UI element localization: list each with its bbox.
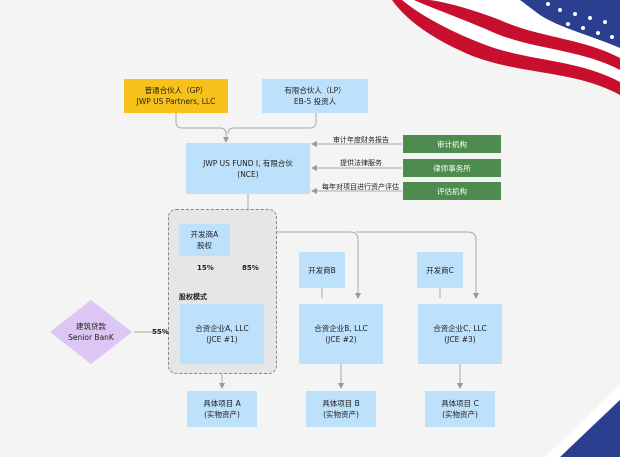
pct-15-label: 15% [197, 264, 214, 272]
gp-line2: JWP US Partners, LLC [136, 97, 216, 106]
audit-label: 审计机构 [437, 139, 467, 149]
devA-node: 开发商A 股权 [179, 224, 230, 256]
projB-line2: (实物资产) [323, 410, 359, 419]
appraisal-node: 评估机构 [403, 182, 501, 200]
law-node: 律师事务所 [403, 159, 501, 177]
devB-label: 开发商B [308, 265, 336, 275]
flag-top-right [392, 0, 620, 95]
fund-node: JWP US FUND I, 有限合伙 (NCE) [186, 143, 310, 194]
jceB-line2: (JCE #2) [325, 335, 357, 344]
edge-lp-fund [227, 113, 317, 135]
projA-line2: (实物资产) [204, 410, 240, 419]
devA-line1: 开发商A [190, 230, 219, 239]
projB-line1: 具体项目 B [322, 399, 360, 408]
flag-bottom-right [545, 385, 620, 457]
edge-gp-fund [175, 113, 229, 143]
audit-node: 审计机构 [403, 135, 501, 153]
gp-node: 普通合伙人（GP） JWP US Partners, LLC [124, 79, 228, 113]
devC-label: 开发商C [426, 265, 454, 275]
bank-node: 建筑贷款 Senior BanK [48, 298, 134, 366]
law-label: 律师事务所 [433, 163, 471, 173]
jceA-line2: (JCE #1) [206, 335, 238, 344]
projB-node: 具体项目 B (实物资产) [306, 391, 376, 427]
equity-mode-label: 股权模式 [179, 293, 207, 301]
jceA-line1: 合资企业A, LLC [195, 324, 249, 333]
jceC-line2: (JCE #3) [444, 335, 476, 344]
jceB-line1: 合资企业B, LLC [314, 324, 368, 333]
lp-node: 有限合伙人（LP） EB-5 投资人 [262, 79, 368, 113]
edge-fund-jceC [356, 231, 479, 299]
audit-edge-label: 审计年度财务报告 [333, 136, 389, 144]
pct-85-label: 85% [242, 264, 259, 272]
jceC-node: 合资企业C, LLC (JCE #3) [418, 304, 502, 364]
law-edge-label: 提供法律服务 [340, 159, 382, 167]
projA-node: 具体项目 A (实物资产) [187, 391, 257, 427]
devA-line2: 股权 [197, 241, 212, 250]
projA-line1: 具体项目 A [203, 399, 241, 408]
gp-line1: 普通合伙人（GP） [144, 86, 208, 95]
devC-node: 开发商C [417, 252, 463, 288]
appraisal-edge-label: 每年对项目进行资产评估 [322, 183, 399, 191]
projC-line1: 具体项目 C [441, 399, 479, 408]
bank-line2: Senior BanK [68, 333, 114, 342]
bank-line1: 建筑贷款 [76, 322, 106, 331]
lp-line2: EB-5 投资人 [293, 97, 337, 106]
fund-line2: (NCE) [237, 169, 259, 179]
fund-line1: JWP US FUND I, 有限合伙 [203, 158, 293, 168]
projC-line2: (实物资产) [442, 410, 478, 419]
jceB-node: 合资企业B, LLC (JCE #2) [299, 304, 383, 364]
jceC-line1: 合资企业C, LLC [433, 324, 487, 333]
projC-node: 具体项目 C (实物资产) [425, 391, 495, 427]
appraisal-label: 评估机构 [437, 186, 467, 196]
lp-line1: 有限合伙人（LP） [284, 86, 346, 95]
devB-node: 开发商B [299, 252, 345, 288]
pct-55-label: 55% [152, 328, 169, 336]
jceA-node: 合资企业A, LLC (JCE #1) [180, 304, 264, 364]
